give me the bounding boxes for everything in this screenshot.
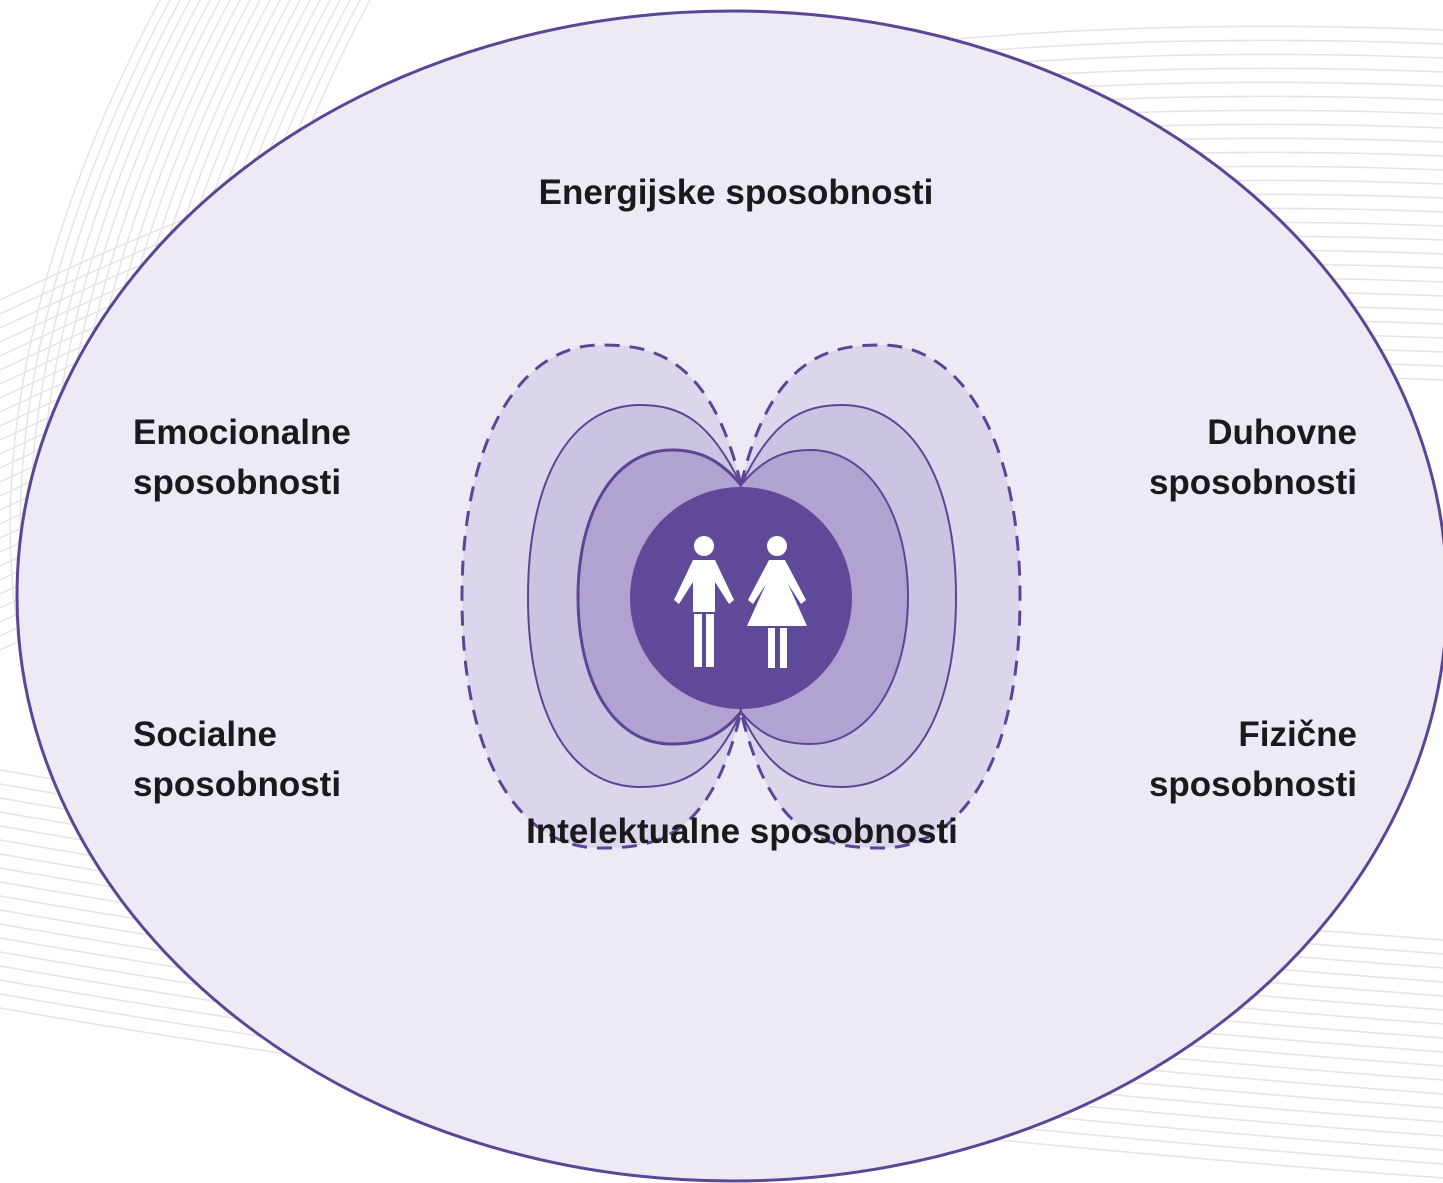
label-intelektualne: Intelektualne sposobnosti <box>442 807 1042 857</box>
label-emocionalne: Emocionalne sposobnosti <box>133 408 351 508</box>
label-duhovne-line2: sposobnosti <box>1148 463 1357 502</box>
label-energijske-text: Energijske sposobnosti <box>538 173 934 212</box>
label-duhovne-line1: Duhovne <box>1207 413 1357 452</box>
label-fizicne-line2: sposobnosti <box>1148 765 1357 804</box>
label-emocionalne-line2: sposobnosti <box>133 463 342 502</box>
label-socialne: Socialne sposobnosti <box>133 710 341 810</box>
core-circle <box>630 487 852 709</box>
label-energijske: Energijske sposobnosti <box>486 168 986 218</box>
label-fizicne-line1: Fizične <box>1238 715 1357 754</box>
label-socialne-line2: sposobnosti <box>133 765 342 804</box>
man-and-woman-icon <box>674 536 807 668</box>
label-duhovne: Duhovne sposobnosti <box>1057 408 1357 508</box>
label-emocionalne-line1: Emocionalne <box>133 413 351 452</box>
label-fizicne: Fizične sposobnosti <box>1057 710 1357 810</box>
label-intelektualne-text: Intelektualne sposobnosti <box>526 812 958 851</box>
label-socialne-line1: Socialne <box>133 715 277 754</box>
